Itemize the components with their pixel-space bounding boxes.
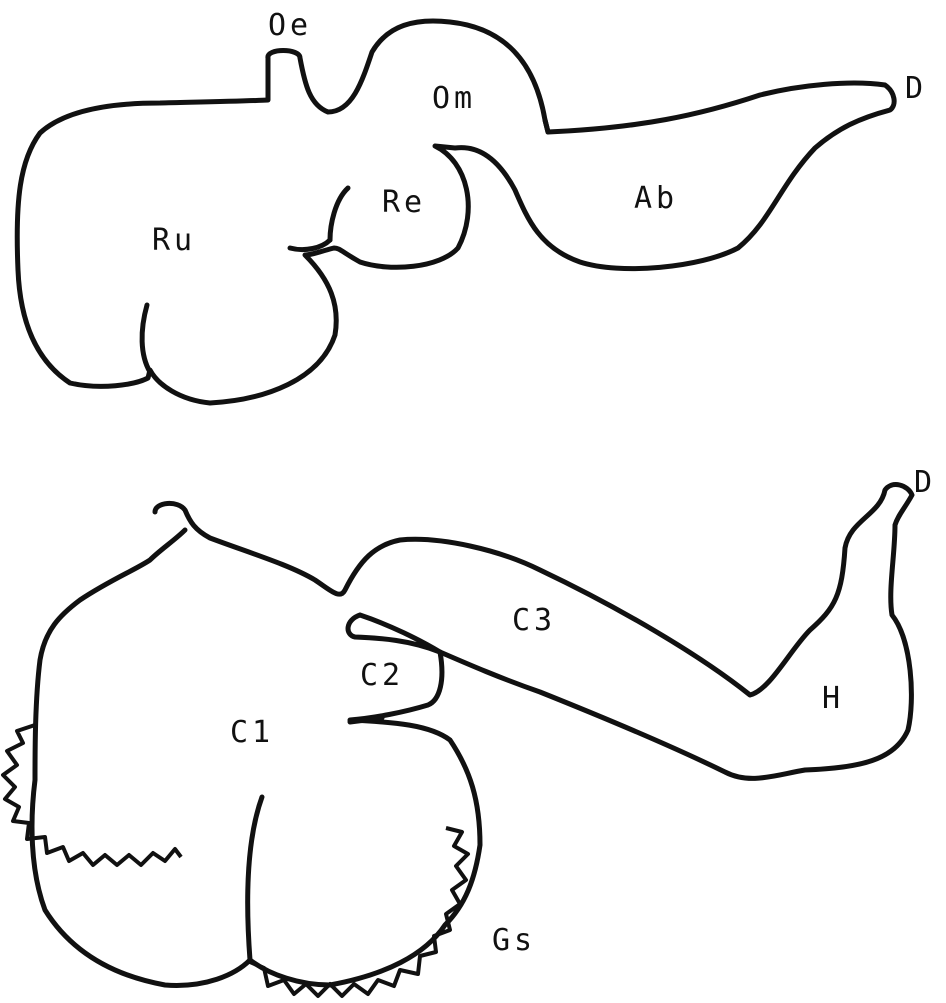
label-gs: Gs <box>492 923 536 958</box>
camelid-stomach-outline <box>32 485 912 986</box>
rumen-sac-divider <box>142 305 150 372</box>
label-om: Om <box>432 81 476 116</box>
label-re: Re <box>382 185 426 220</box>
label-c3: C3 <box>512 603 556 638</box>
label-oe: Oe <box>268 8 312 43</box>
reticulum-fold-line <box>330 188 348 240</box>
ruminant-stomach-diagram: Oe Om D Ru Re Ab <box>17 8 927 403</box>
label-ru: Ru <box>152 223 196 258</box>
label-d-bottom: D <box>914 465 936 500</box>
label-d-top: D <box>905 71 927 106</box>
label-c1: C1 <box>230 715 274 750</box>
c1-sac-divider <box>248 797 262 960</box>
ruminant-stomach-outline <box>17 21 894 403</box>
label-c2: C2 <box>360 658 404 693</box>
label-h: H <box>822 681 844 716</box>
label-ab: Ab <box>634 181 678 216</box>
glandular-saccules-bottom <box>250 828 468 996</box>
c2-upper-fold <box>348 615 440 652</box>
camelid-stomach-diagram: D C3 C2 C1 H Gs <box>3 465 936 996</box>
omasum-abomasum-fold <box>545 120 548 132</box>
glandular-saccules-left <box>3 725 181 865</box>
